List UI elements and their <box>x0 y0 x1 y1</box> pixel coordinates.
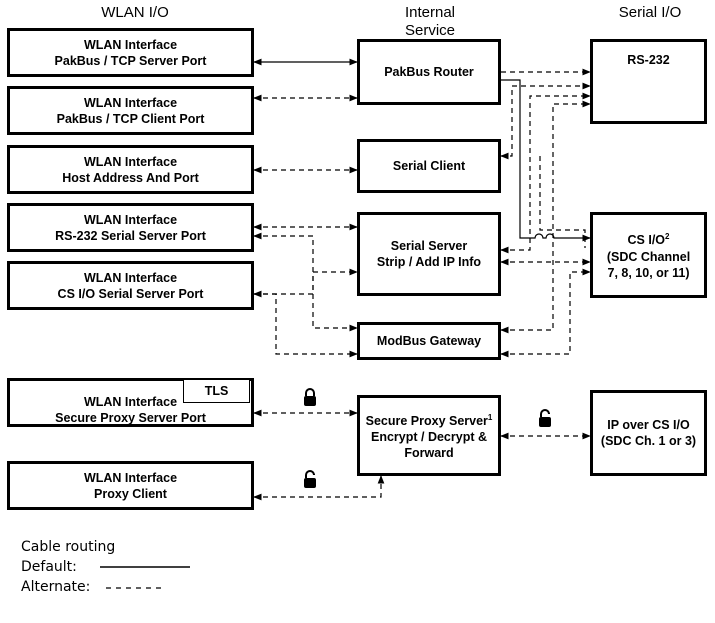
proxy-line2: Encrypt / Decrypt & <box>370 430 487 445</box>
pakbus-router: PakBus Router <box>357 39 501 105</box>
header-wlan-io: WLAN I/O <box>101 4 169 21</box>
serial-server-line1: Serial Server <box>390 239 468 253</box>
serial-client: Serial Client <box>357 139 501 193</box>
wlan-host-address-port: WLAN Interface Host Address And Port <box>7 145 254 194</box>
wlan-box-line1: WLAN Interface <box>83 37 178 52</box>
header-serial-io: Serial I/O <box>618 4 682 21</box>
wlan-box-line1: WLAN Interface <box>83 154 178 169</box>
wlan-csio-serial-server-port: WLAN Interface CS I/O Serial Server Port <box>7 261 254 310</box>
wlan-box-line1: WLAN Interface <box>83 270 178 285</box>
legend-default-label: Default: <box>21 559 77 575</box>
proxy-line1: Secure Proxy Server1 <box>366 410 493 429</box>
wlan-box-line1: WLAN Interface <box>83 394 178 409</box>
proxy-line3: Forward <box>404 446 454 461</box>
legend-title: Cable routing <box>21 539 116 555</box>
pakbus-router-label: PakBus Router <box>384 65 474 79</box>
secure-proxy-server: Secure Proxy Server1 Encrypt / Decrypt &… <box>357 395 501 476</box>
wlan-proxy-client: WLAN Interface Proxy Client <box>7 461 254 510</box>
wlan-box-line1: WLAN Interface <box>83 95 178 110</box>
header-internal-line2: Service <box>404 22 456 39</box>
csio-line2: (SDC Channel <box>606 249 691 264</box>
ipcsio-line2: (SDC Ch. 1 or 3) <box>600 434 697 448</box>
link-serial-client-csio <box>539 156 586 248</box>
csio-line1-text: CS I/O <box>627 233 666 248</box>
wlan-tcp-client-port: WLAN Interface PakBus / TCP Client Port <box>7 86 254 135</box>
serial-client-label: Serial Client <box>392 159 466 173</box>
csio-line3: 7, 8, 10, or 11) <box>607 265 690 280</box>
wlan-rs232-serial-server-port: WLAN Interface RS-232 Serial Server Port <box>7 203 254 252</box>
serial-server-line2: Strip / Add IP Info <box>376 255 482 269</box>
modbus-gateway-label: ModBus Gateway <box>376 334 482 348</box>
header-internal-service: Internal Service <box>380 4 480 40</box>
ip-over-csio-port: IP over CS I/O (SDC Ch. 1 or 3) <box>590 390 707 476</box>
proxy-line1-text: Secure Proxy Server <box>365 414 488 429</box>
lock-closed-icon <box>304 388 316 406</box>
wlan-box-line2: CS I/O Serial Server Port <box>57 286 204 301</box>
link-proxy-client-proxy-server <box>253 475 385 501</box>
legend-alternate-label: Alternate: <box>21 579 91 595</box>
tls-badge: TLS <box>183 379 250 403</box>
proxy-footnote: 1 <box>487 412 493 422</box>
wlan-box-line2: Proxy Client <box>94 486 167 501</box>
ipcsio-line1: IP over CS I/O <box>607 418 690 432</box>
wlan-tcp-server-port: WLAN Interface PakBus / TCP Server Port <box>7 28 254 77</box>
lock-open-icon <box>304 470 316 488</box>
link-csio-port-modbus <box>253 290 358 358</box>
header-internal-line1: Internal <box>404 4 456 21</box>
wlan-box-line2: Host Address And Port <box>62 170 199 185</box>
serial-server: Serial Server Strip / Add IP Info <box>357 212 501 296</box>
link-modbus-rs232 <box>500 100 591 334</box>
csio-port: CS I/O2 (SDC Channel 7, 8, 10, or 11) <box>590 212 707 298</box>
wlan-box-line2: PakBus / TCP Server Port <box>54 53 207 68</box>
link-csio-port-serial-server-2 <box>254 272 314 295</box>
link-modbus-csio <box>500 268 591 358</box>
wlan-box-line2: RS-232 Serial Server Port <box>55 228 206 243</box>
rs232-label: RS-232 <box>627 53 670 67</box>
csio-footnote: 2 <box>665 232 670 242</box>
link-serial-server-rs232 <box>500 92 591 254</box>
wlan-box-line1: WLAN Interface <box>83 212 178 227</box>
modbus-gateway: ModBus Gateway <box>357 322 501 360</box>
rs232-port: RS-232 <box>590 39 707 124</box>
csio-line1: CS I/O2 <box>628 229 670 248</box>
lock-open-icon <box>539 409 551 427</box>
wlan-box-line2: PakBus / TCP Client Port <box>56 111 205 126</box>
link-rs232-port-modbus <box>253 232 358 332</box>
wlan-box-line1: WLAN Interface <box>83 470 178 485</box>
wlan-box-line2: Secure Proxy Server Port <box>55 410 206 425</box>
